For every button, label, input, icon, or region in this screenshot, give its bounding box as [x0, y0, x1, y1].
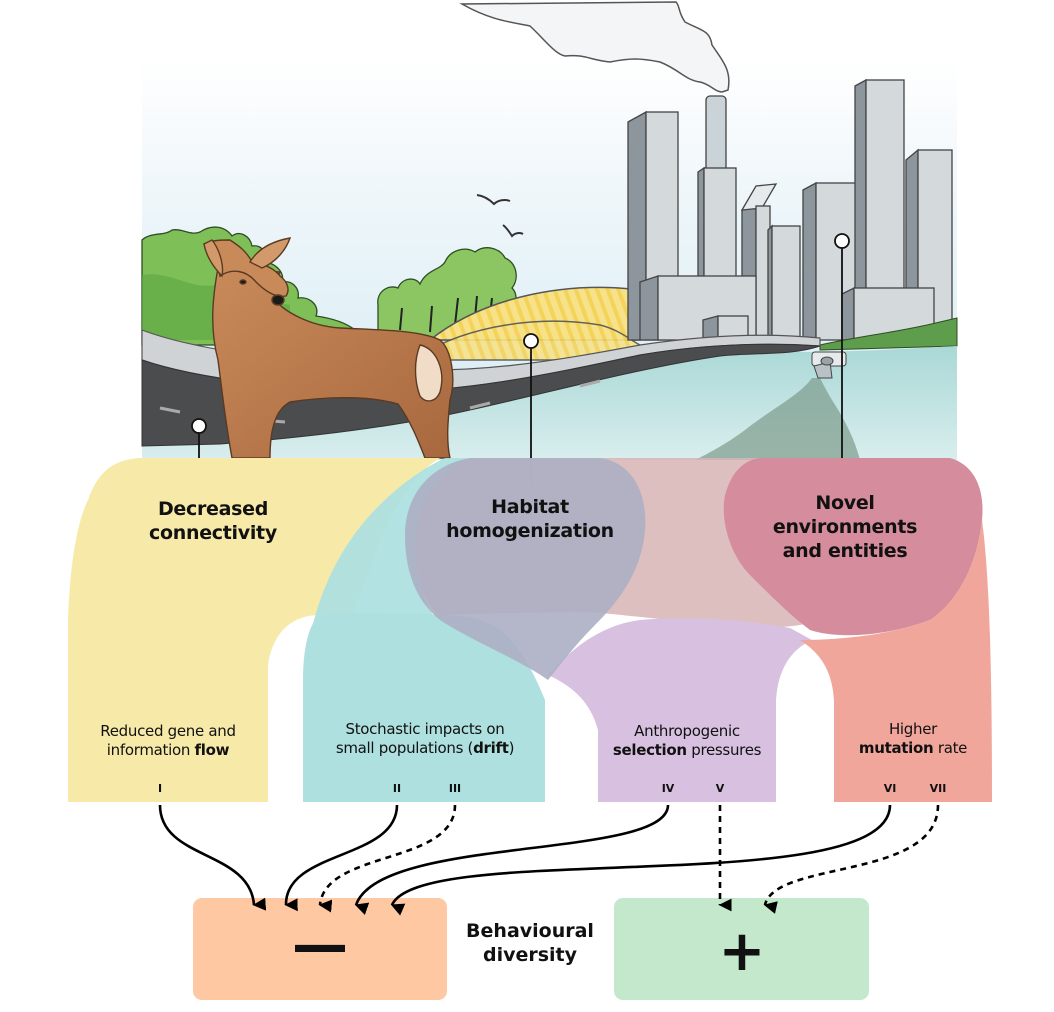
- arrows: [158, 804, 940, 916]
- mechanism-text: information: [106, 740, 195, 759]
- positive-outcome-box: [614, 898, 869, 1000]
- positive-sign: +: [718, 919, 766, 984]
- mechanism-gene-flow: Reduced gene and information flow: [70, 722, 266, 760]
- mechanism-keyword: drift: [473, 738, 509, 757]
- landscape-illustration: [141, 1, 958, 486]
- mechanism-text: small populations (: [335, 738, 474, 757]
- arrow-III: [318, 804, 457, 913]
- pathway-label-II: II: [392, 782, 402, 795]
- outflow-pipe-icon: [811, 351, 847, 379]
- riverbank: [819, 317, 958, 351]
- arrow-VI: [390, 804, 892, 916]
- pathway-label-III: III: [448, 782, 462, 795]
- bird-icon: [476, 194, 511, 206]
- cause-label-line: Decreased: [157, 498, 269, 520]
- mechanism-text: rate: [933, 738, 968, 757]
- cause-label-line: Novel: [815, 492, 875, 514]
- pathway-label-VII: VII: [929, 782, 947, 795]
- pollution-plume: [695, 378, 860, 460]
- mechanism-selection: Anthropogenic selection pressures: [598, 722, 776, 760]
- cause-novel-environments: Novel environments and entities: [745, 492, 945, 563]
- cause-habitat-homogenization: Habitat homogenization: [430, 496, 630, 544]
- flow-selection: [548, 618, 812, 802]
- mechanism-keyword: mutation: [858, 738, 934, 757]
- negative-outcome-box: [193, 898, 447, 1000]
- flow-decreased-connectivity: [68, 458, 440, 802]
- cause-label-line: connectivity: [149, 521, 277, 544]
- flow-novel-environments: [723, 458, 983, 636]
- arrow-II: [284, 804, 399, 912]
- deer-icon: [202, 237, 454, 459]
- arrow-VII: [763, 804, 940, 914]
- mechanism-text: ): [508, 738, 515, 757]
- flow-shapes: [68, 458, 992, 802]
- mechanism-text: Higher: [888, 720, 938, 738]
- cause-decreased-connectivity: Decreased connectivity: [113, 498, 313, 546]
- arrow-IV: [354, 804, 670, 915]
- mechanism-text: information flow: [70, 741, 266, 760]
- outcome-label-line: Behavioural: [466, 920, 594, 942]
- mechanism-text: small populations (drift): [305, 739, 545, 758]
- callout-pin-novel: [834, 233, 850, 249]
- behavioural-diversity-label: Behavioural diversity: [455, 920, 605, 968]
- chimney-icon: [705, 95, 727, 173]
- mechanism-text: Stochastic impacts on: [345, 720, 505, 738]
- smoke-icon: [459, 1, 730, 93]
- callout-pin-homogenization: [523, 333, 539, 349]
- cause-label-line: and entities: [782, 539, 908, 562]
- cause-label-line: environments: [772, 515, 918, 538]
- mechanism-drift: Stochastic impacts on small populations …: [305, 720, 545, 758]
- outcome-label-line: diversity: [482, 943, 578, 966]
- mechanism-text: Anthropogenic: [634, 722, 740, 740]
- flow-habitat-homogenization: [405, 458, 646, 680]
- mechanism-text: selection pressures: [598, 741, 776, 760]
- mechanism-text: mutation rate: [834, 739, 992, 758]
- mechanism-mutation: Higher mutation rate: [834, 720, 992, 758]
- mechanism-text: pressures: [686, 740, 762, 759]
- callout-pin-connectivity: [191, 418, 207, 434]
- pathway-label-IV: IV: [661, 782, 675, 795]
- bird-icon: [502, 224, 524, 238]
- negative-sign: —: [292, 913, 348, 978]
- pathway-label-VI: VI: [883, 782, 897, 795]
- flow-mutation: [800, 520, 992, 802]
- pathway-label-V: V: [715, 782, 725, 795]
- cause-label-line: Habitat: [491, 496, 569, 518]
- cause-label-line: homogenization: [446, 519, 614, 542]
- arrow-I: [158, 804, 267, 911]
- mechanism-keyword: selection: [612, 740, 687, 759]
- mechanism-text: Reduced gene and: [100, 722, 236, 740]
- mechanism-keyword: flow: [194, 740, 230, 759]
- pathway-label-I: I: [157, 782, 163, 795]
